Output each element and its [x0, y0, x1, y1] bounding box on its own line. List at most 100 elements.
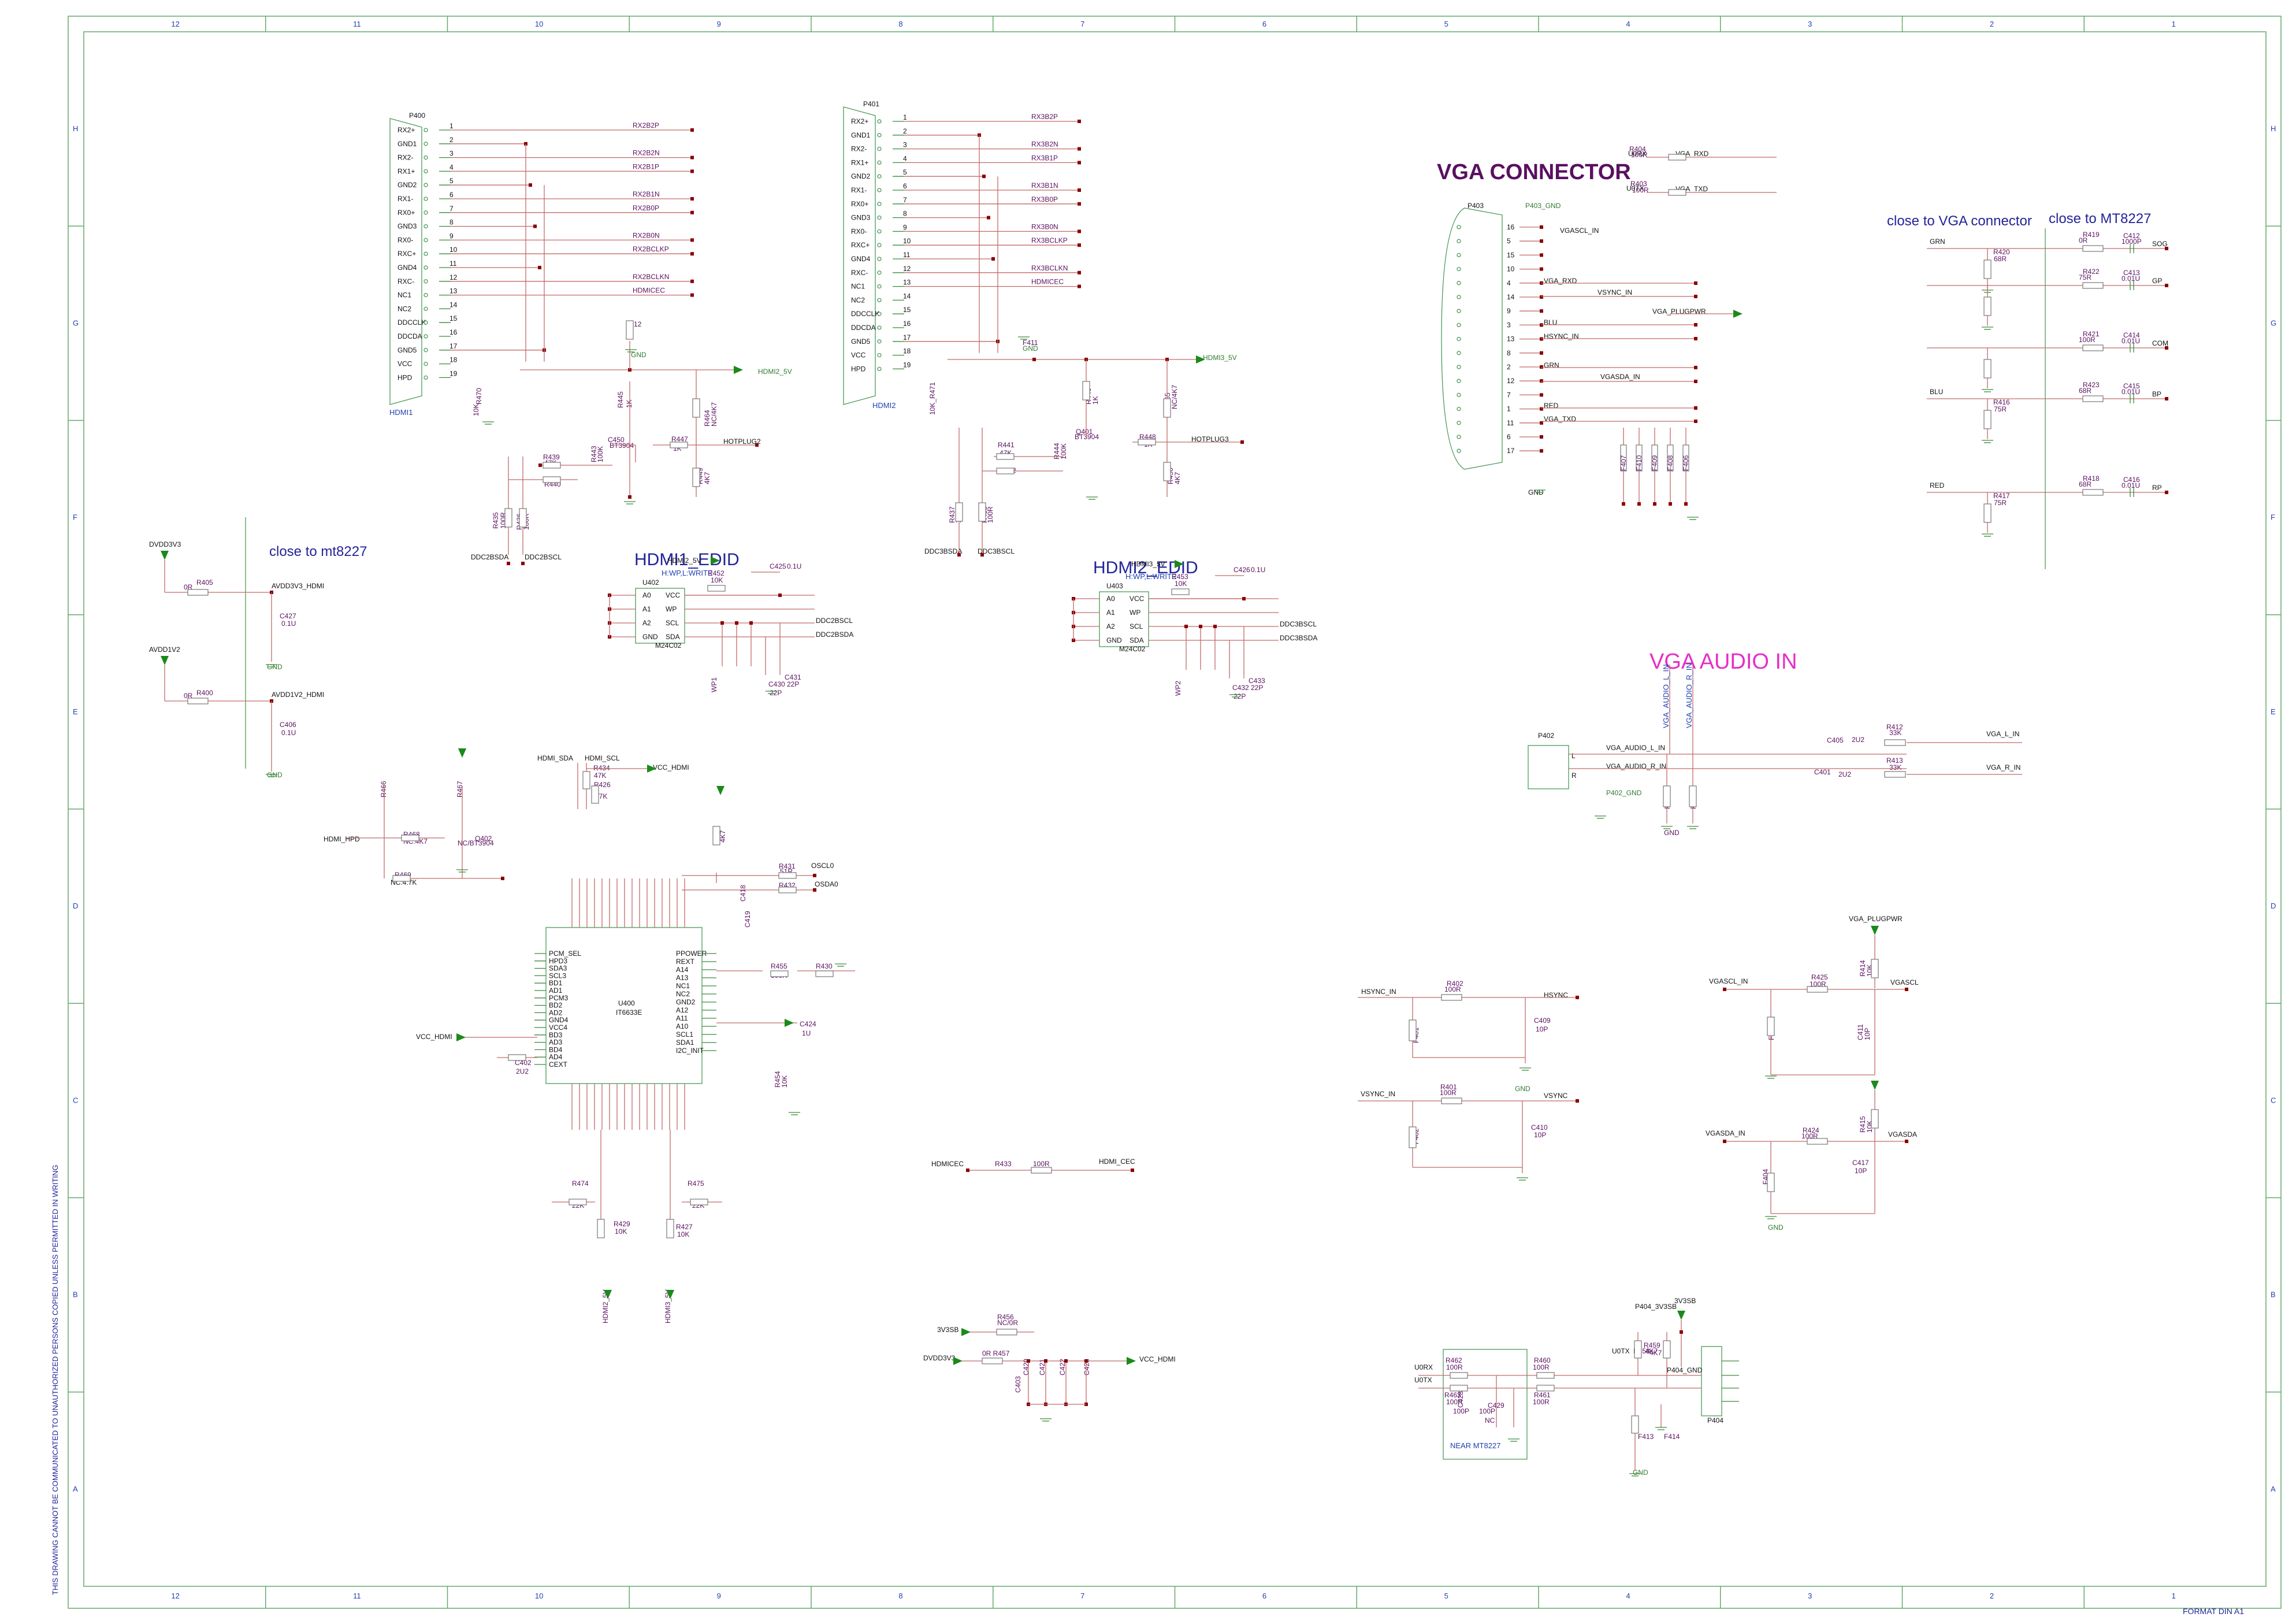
net-label: RX2B2P: [633, 121, 659, 129]
column-label: 9: [717, 20, 721, 28]
resistor: [1663, 1340, 1671, 1359]
resistor: [692, 468, 700, 487]
power-arrow: [961, 1328, 971, 1336]
vga-filter: F407: [1619, 455, 1628, 471]
rgb-resistor: R423: [2083, 381, 2100, 389]
audio-vertical-label: VGA_AUDIO_L_IN: [1662, 664, 1670, 728]
hdmi2-edid-heading: HDMI2_EDID: [1093, 558, 1198, 577]
junction: [1540, 435, 1543, 439]
pin-name: GND4: [397, 264, 417, 272]
pin-name: GND5: [397, 346, 417, 354]
pin-number: 7: [903, 196, 907, 204]
resistor: [996, 468, 1015, 474]
pin-number: 6: [449, 191, 454, 199]
junction: [1669, 502, 1672, 506]
vga-net-label: BLU: [1544, 318, 1557, 327]
rgb-out: GP: [2152, 277, 2162, 285]
pin-name: RX1-: [851, 186, 867, 194]
edid-label: 22P: [1251, 684, 1263, 692]
rgb-value: 75R: [2079, 273, 2091, 281]
pin-circle: [423, 306, 428, 311]
junction: [690, 210, 694, 214]
rgb-value: 68R: [1994, 255, 2007, 263]
power-arrow: [734, 366, 743, 374]
power-arrow: [1127, 1357, 1136, 1365]
junction: [501, 877, 504, 880]
misc-label: C422: [1058, 1359, 1067, 1375]
column-label: 12: [171, 1592, 179, 1600]
power-arrow: [1871, 1081, 1879, 1090]
resistor: [982, 1357, 1003, 1364]
component-label: 4K7: [703, 472, 711, 484]
rgb-resistor: R418: [2083, 474, 2100, 483]
pin-circle: [1457, 253, 1461, 258]
uart-label: 4K7: [1645, 1347, 1658, 1355]
pin-number: 18: [449, 356, 458, 364]
pin-circle: [877, 160, 882, 165]
chip-pin: VCC: [666, 591, 681, 599]
pin-name: GND4: [851, 255, 871, 263]
edid-label: R453: [1172, 573, 1188, 581]
edid-label: 22P: [1234, 692, 1246, 700]
component-label: Q401: [1076, 428, 1093, 436]
hdmi2-ref: P401: [863, 100, 879, 108]
it6633-label: 4K7: [719, 830, 727, 843]
pin-name: DDCCLK: [397, 318, 426, 327]
it6633-label: R429: [614, 1220, 630, 1228]
pin-number: 3: [1507, 321, 1511, 329]
misc-label: DVDD3V3: [923, 1354, 956, 1362]
uart-label: F414: [1664, 1433, 1680, 1441]
row-label: C: [73, 1096, 78, 1104]
uart-label: 100R: [1446, 1398, 1463, 1406]
junction: [1084, 1359, 1088, 1363]
net-label: RX3B1P: [1031, 154, 1058, 162]
junction: [538, 463, 542, 467]
pin-number: 18: [903, 347, 911, 355]
pin-number: 19: [903, 361, 911, 369]
rgb-net: RED: [1930, 481, 1945, 489]
column-label: 5: [1444, 1592, 1448, 1600]
pin-number: 9: [903, 223, 907, 231]
net-label: RX3B0N: [1031, 222, 1058, 231]
junction: [1723, 988, 1726, 991]
it6633-ref: U400: [618, 999, 635, 1007]
junction: [1027, 1359, 1030, 1363]
resistor: [1871, 1109, 1879, 1129]
resistor: [1983, 410, 1992, 429]
component-label: C450: [608, 436, 625, 444]
edid-label: H:WP,L:WRITE: [662, 569, 713, 577]
rgb-cap-value: 0.01U: [2122, 388, 2140, 396]
pin-circle: [877, 243, 882, 247]
column-label: 3: [1808, 20, 1812, 28]
vga-filter: F406: [1682, 455, 1690, 471]
chip-pin: GND4: [549, 1016, 569, 1024]
power-label: 0.1U: [281, 729, 296, 737]
ddc-label: GND: [1768, 1223, 1784, 1231]
pin-circle: [423, 375, 428, 380]
power-arrow: [1733, 310, 1743, 318]
pin-circle: [877, 311, 882, 316]
edid-label: 10K: [1175, 580, 1187, 588]
power-arrow: [1677, 1311, 1685, 1320]
chip-pin: GND: [1106, 636, 1122, 644]
edid-label: C430: [768, 680, 785, 688]
pin-circle: [423, 224, 428, 229]
pin-number: 17: [903, 333, 911, 342]
power-arrow: [1871, 926, 1879, 935]
sync-label: R401: [1440, 1083, 1457, 1091]
resistor: [597, 1219, 605, 1238]
ddc-label: C411: [1856, 1024, 1864, 1040]
chip-pin: VCC4: [549, 1023, 567, 1032]
pin-number: 3: [449, 150, 454, 158]
vga-top-label: 100R: [1631, 151, 1648, 159]
it6633-label: R434: [593, 764, 610, 772]
sync-label: C410: [1531, 1123, 1548, 1132]
resistor: [1409, 1126, 1417, 1148]
component-label: NC/4K7: [1171, 385, 1179, 409]
hdmi1-ref: P400: [409, 112, 425, 120]
power-arrow: [785, 1019, 794, 1027]
chip-pin: GND2: [676, 998, 696, 1006]
pin-number: 12: [1507, 377, 1515, 385]
chip-pin: WP: [1130, 609, 1140, 617]
